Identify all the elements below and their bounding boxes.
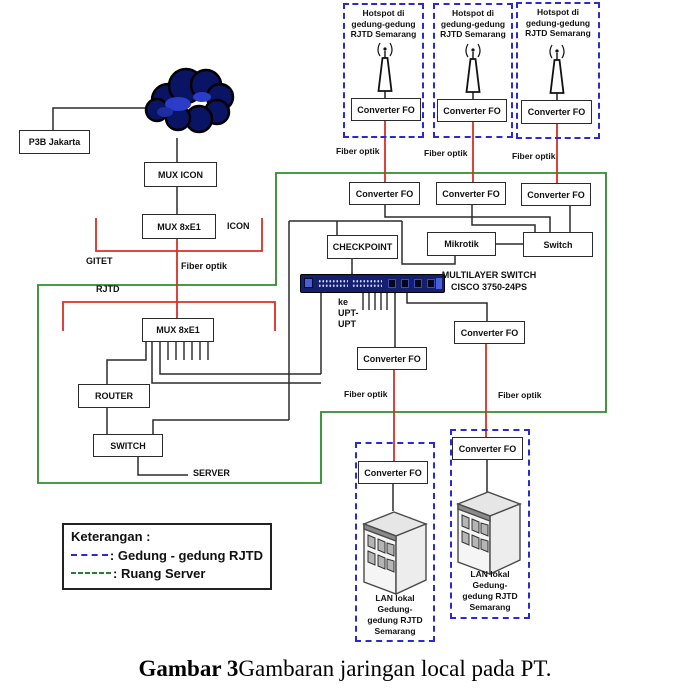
legend-item-gedung-label: : Gedung - gedung RJTD	[109, 547, 263, 563]
fiber-optik-label-bottom-right: Fiber optik	[498, 390, 542, 400]
green-line-swatch	[71, 571, 111, 575]
node-p3b-jakarta: P3B Jakarta	[19, 130, 90, 154]
node-mikrotik: Mikrotik	[427, 232, 496, 256]
switch-port-dots	[352, 279, 382, 288]
antenna-icon	[549, 44, 565, 100]
switch-port	[401, 279, 409, 288]
figure-caption: Gambar 3Gambaran jaringan local pada PT.	[0, 656, 690, 682]
fiber-optik-label-top-2: Fiber optik	[424, 148, 468, 158]
antenna-icon	[377, 42, 393, 98]
legend-title: Keterangan :	[71, 529, 151, 544]
switch-port	[427, 279, 435, 288]
node-converter-fo-mid-left: Converter FO	[357, 347, 427, 370]
node-mux-icon: MUX ICON	[144, 162, 217, 187]
black-wires	[52, 107, 571, 511]
server-room-outline	[37, 172, 607, 484]
node-converter-fo-room-1: Converter FO	[349, 182, 420, 205]
node-router: ROUTER	[78, 384, 150, 408]
node-mux-8xe1-upper: MUX 8xE1	[142, 214, 216, 239]
fiber-optik-label-bottom-left: Fiber optik	[344, 389, 388, 399]
hotspot-group-2-outline	[433, 3, 513, 138]
node-converter-fo-hotspot-3: Converter FO	[521, 100, 592, 124]
node-converter-fo-lan-1: Converter FO	[358, 461, 428, 484]
legend-item-ruang-server: : Ruang Server	[71, 564, 263, 582]
node-converter-fo-hotspot-2: Converter FO	[437, 99, 507, 122]
node-mux-8xe1-lower: MUX 8xE1	[142, 318, 214, 342]
multilayer-switch-device	[300, 274, 445, 293]
building-icon	[456, 491, 522, 576]
icon-network-label: ICON	[227, 221, 250, 231]
hotspot-group-3-outline	[516, 2, 600, 139]
node-switch: Switch	[523, 232, 593, 257]
mux-port-comb	[167, 342, 209, 360]
fiber-optic-lines	[62, 121, 558, 461]
figure-caption-text: Gambaran jaringan local pada PT.	[238, 656, 552, 681]
node-checkpoint: CHECKPOINT	[327, 235, 398, 259]
switch-led	[304, 278, 313, 288]
legend-box: Keterangan : : Gedung - gedung RJTD : Ru…	[62, 523, 272, 590]
switch-port	[414, 279, 422, 288]
building-icon	[362, 511, 428, 596]
node-converter-fo-mid-right: Converter FO	[454, 321, 525, 344]
node-converter-fo-hotspot-1: Converter FO	[351, 98, 421, 121]
lan-group-2-outline	[450, 429, 530, 619]
node-switch-server-room: SWITCH	[93, 434, 163, 457]
cloud-icon	[144, 67, 235, 134]
hotspot-group-1-outline	[343, 3, 424, 138]
fiber-optik-label-mid: Fiber optik	[181, 261, 228, 271]
node-converter-fo-lan-2: Converter FO	[452, 437, 523, 460]
switch-port	[388, 279, 396, 288]
antenna-icon	[465, 43, 481, 99]
gitet-label: GITET	[86, 256, 113, 266]
server-label: SERVER	[193, 468, 230, 478]
multilayer-switch-label: MULTILAYER SWITCH CISCO 3750-24PS	[441, 270, 537, 292]
figure-caption-number: Gambar 3	[138, 656, 239, 681]
legend-item-ruang-server-label: : Ruang Server	[113, 565, 206, 581]
blue-dashed-swatch	[71, 554, 108, 556]
switch-led	[436, 278, 442, 289]
fiber-optik-label-top-1: Fiber optik	[336, 146, 380, 156]
multilayer-port-comb	[362, 293, 388, 310]
node-converter-fo-room-3: Converter FO	[521, 183, 591, 206]
lan-group-1-outline	[355, 442, 435, 642]
node-converter-fo-room-2: Converter FO	[436, 182, 506, 205]
legend-item-gedung: : Gedung - gedung RJTD	[71, 546, 263, 564]
switch-port-dots	[318, 279, 348, 288]
fiber-optik-label-top-3: Fiber optik	[512, 151, 556, 161]
rjtd-label: RJTD	[96, 284, 120, 294]
